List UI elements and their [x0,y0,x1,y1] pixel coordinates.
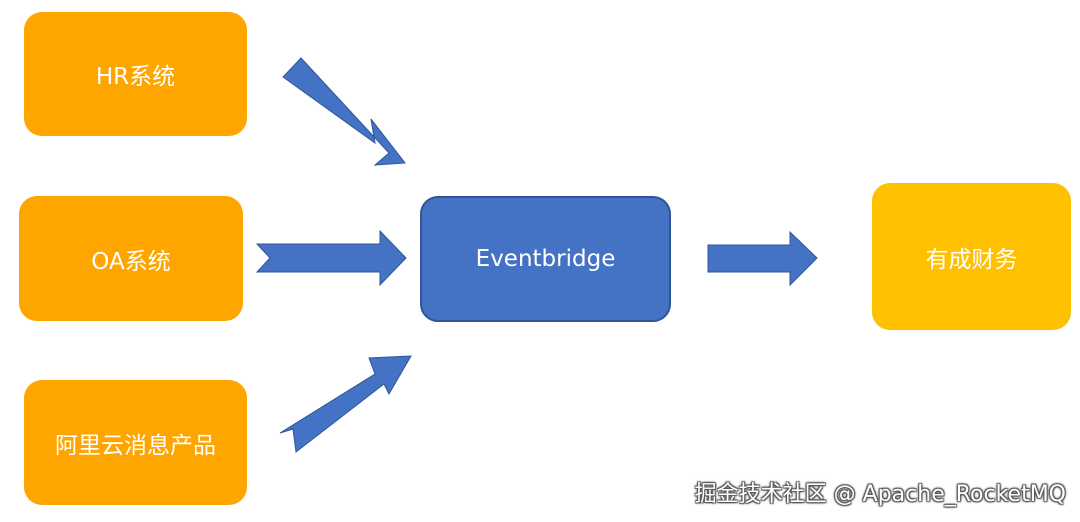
arrow-oa-to-eventbridge [255,229,407,287]
watermark: 掘金技术社区 @ Apache_RocketMQ [694,482,1066,507]
node-hr-system-label: HR系统 [95,64,176,90]
node-eventbridge: Eventbridge [420,196,671,322]
node-finance-label: 有成财务 [925,246,1018,273]
node-oa-system: OA系统 [19,196,243,321]
node-oa-system-label: OA系统 [91,248,171,275]
node-hr-system: HR系统 [24,12,247,136]
node-aliyun-messaging: 阿里云消息产品 [24,380,247,505]
arrow-eventbridge-to-finance [707,230,818,287]
node-finance: 有成财务 [872,183,1071,330]
node-eventbridge-label: Eventbridge [475,246,616,272]
arrow-ali-to-eventbridge [279,355,412,453]
arrow-hr-to-eventbridge [282,57,406,166]
node-aliyun-messaging-label: 阿里云消息产品 [55,432,216,459]
